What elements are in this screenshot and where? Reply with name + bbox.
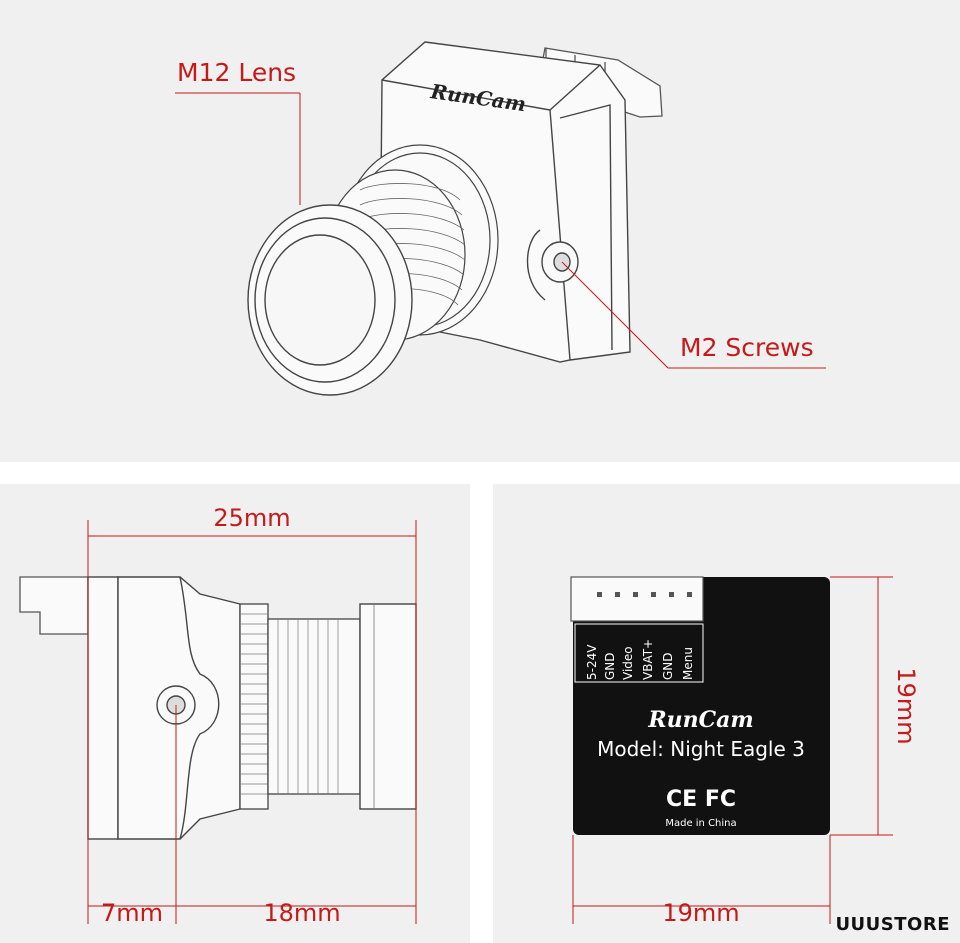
lens-callout-label: M12 Lens [177, 58, 296, 87]
back-view-drawing: 5-24V GND Video VBAT+ GND Menu RunCam Mo… [570, 576, 920, 927]
pin-label: Video [621, 646, 635, 680]
lens-offset-dimension-label: 7mm [101, 899, 163, 927]
pin-labels: 5-24V GND Video VBAT+ GND Menu [585, 639, 695, 680]
screws-callout-label: M2 Screws [680, 333, 814, 362]
back-board [573, 577, 830, 835]
body-dimension-label: 18mm [263, 899, 340, 927]
side-view-panel: 25mm 7mm 18mm [0, 484, 470, 943]
back-width-dimension-label: 19mm [662, 899, 739, 927]
pin-connector [570, 576, 704, 622]
pin-label: GND [661, 652, 675, 680]
side-view-drawing: 25mm 7mm 18mm [19, 504, 417, 927]
pin-label: Menu [681, 647, 695, 680]
made-in-text: Made in China [665, 818, 736, 829]
camera-illustration-panel: RunCam M12 Lens M2 Screws [0, 0, 960, 462]
camera-iso-drawing: RunCam M12 Lens M2 Screws [175, 41, 826, 396]
pin-label: GND [603, 652, 617, 680]
store-watermark: UUUSTORE [835, 914, 950, 935]
brand-logo-text: RunCam [647, 707, 753, 733]
width-dimension-label: 25mm [213, 504, 290, 532]
height-dimension-label: 19mm [892, 667, 920, 744]
pin-label: VBAT+ [641, 639, 655, 680]
certification-marks: CE FC [666, 787, 736, 812]
pin-label: 5-24V [585, 644, 599, 680]
back-view-panel: 5-24V GND Video VBAT+ GND Menu RunCam Mo… [493, 484, 960, 943]
model-name-text: Model: Night Eagle 3 [597, 737, 805, 761]
